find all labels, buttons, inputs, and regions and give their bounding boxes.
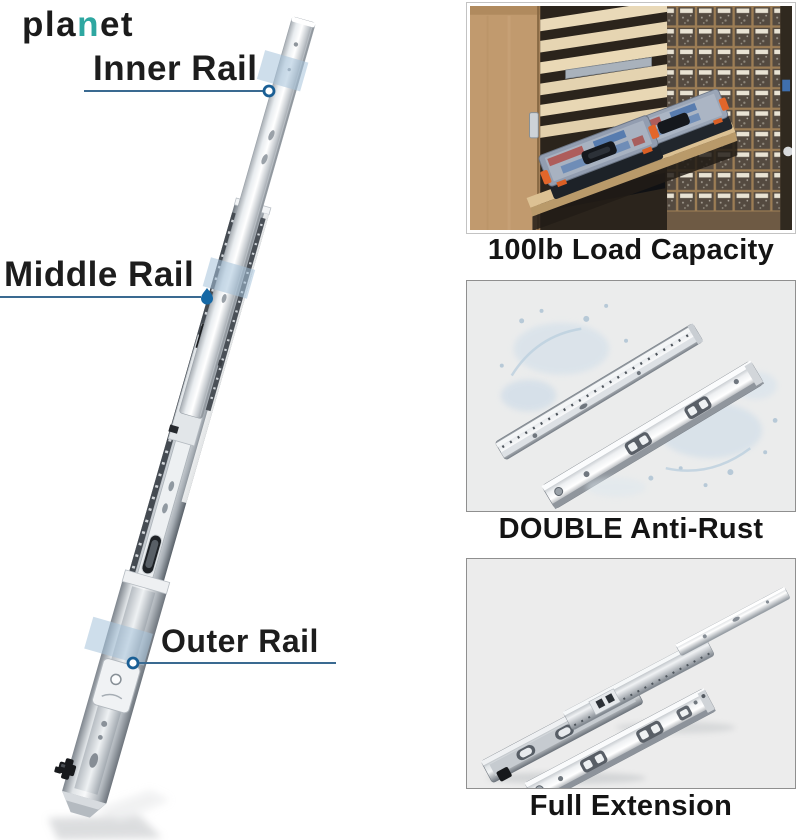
two-slides-water-splash-photo — [467, 281, 795, 511]
logo-part-pre: pla — [22, 5, 78, 44]
panel-anti-rust — [466, 280, 796, 512]
cabinet-with-parts-organizers-photo — [470, 6, 792, 230]
organizer-box-front — [538, 115, 664, 199]
panel-load-capacity — [466, 2, 796, 234]
callout-dot-icon — [126, 656, 140, 670]
logo-part-post: et — [99, 5, 135, 44]
label-inner-rail: Inner Rail — [93, 49, 258, 88]
label-outer-rail: Outer Rail — [161, 623, 319, 659]
slide-upper — [495, 323, 704, 460]
closed-slide — [524, 688, 716, 788]
callout-line-inner — [84, 84, 276, 98]
callout-line-outer — [126, 656, 336, 670]
callout-dot-icon — [262, 84, 276, 98]
extended-and-closed-slide-photo — [467, 559, 795, 788]
logo-part-accent: n — [77, 5, 100, 44]
slide-assembly — [54, 16, 316, 818]
label-middle-rail: Middle Rail — [4, 255, 195, 294]
callout-drop-icon — [201, 288, 213, 305]
callout-line-middle — [0, 288, 213, 305]
slide-lower — [541, 360, 765, 510]
panel-caption: 100lb Load Capacity — [487, 234, 775, 266]
extended-slide — [480, 586, 790, 783]
panel-full-extension — [466, 558, 796, 789]
outer-rail-segment — [54, 569, 171, 818]
cabinet-door — [470, 6, 541, 230]
floor-reflection — [48, 790, 170, 840]
inner-rail-segment — [179, 16, 316, 419]
brand-logo: planet — [22, 5, 135, 45]
highlight-bands — [84, 50, 309, 666]
drawer-slide-illustration — [48, 16, 316, 840]
panel-caption: Full Extension — [529, 790, 733, 822]
panel-caption: DOUBLE Anti-Rust — [498, 513, 764, 545]
